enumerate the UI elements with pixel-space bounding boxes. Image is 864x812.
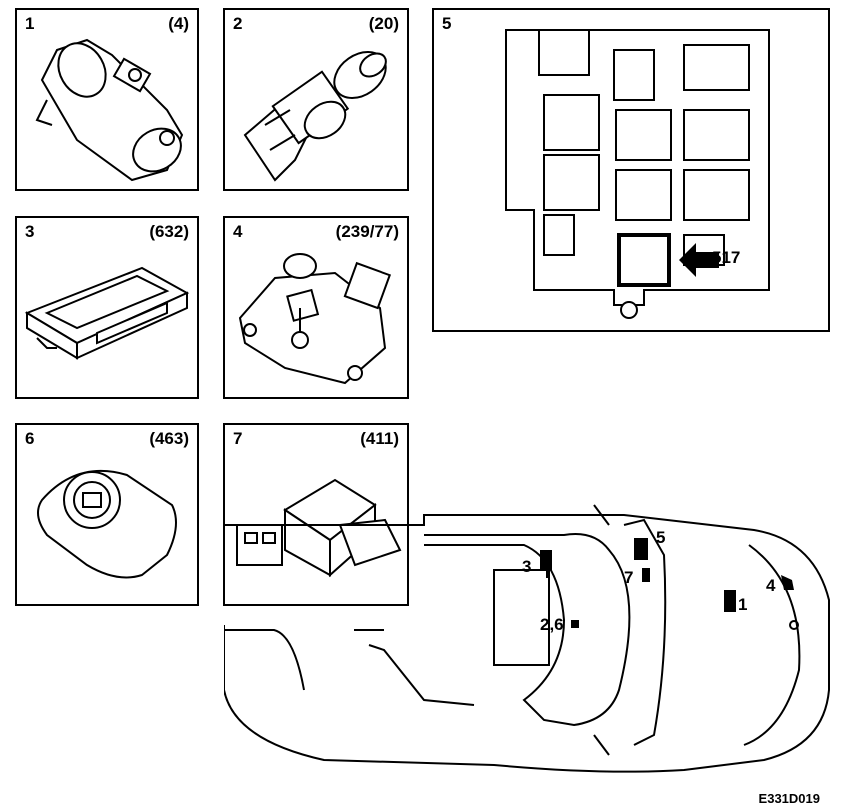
gear-position-sensor-icon	[238, 253, 392, 385]
panel-4-gear-position-sensor: 4 (239/77)	[223, 216, 409, 399]
panel-number: 6	[25, 429, 35, 448]
panel-reference: (632)	[149, 222, 189, 241]
panel-1-starter-motor: 1 (4)	[15, 8, 199, 191]
car-label-4: 4	[766, 576, 776, 595]
panel-reference: (4)	[168, 14, 189, 33]
panel-reference: (411)	[360, 429, 399, 448]
figure-code: E331D019	[758, 791, 820, 806]
panel-5-relay-box: 5 517	[432, 8, 830, 332]
relay-callout-label: 517	[712, 248, 741, 267]
car-label-1: 1	[738, 595, 747, 614]
ignition-switch-icon	[243, 51, 387, 182]
car-label-3: 3	[522, 557, 531, 576]
relay-box-icon	[505, 29, 770, 319]
panel-number: 1	[25, 14, 35, 33]
panel-number: 4	[233, 222, 243, 241]
panel-reference: (239/77)	[335, 222, 399, 241]
panel-number: 2	[233, 14, 243, 33]
control-module-icon	[24, 266, 190, 360]
starter-motor-icon	[35, 38, 184, 182]
panel-2-ignition-switch: 2 (20)	[223, 8, 409, 191]
car-label-2-6: 2,6	[540, 615, 564, 634]
car-location-diagram: 3 1 4 5 7 2,6	[224, 504, 830, 773]
car-label-7: 7	[624, 568, 633, 587]
sensor-unit-icon	[236, 478, 402, 578]
panel-reference: (463)	[149, 429, 189, 448]
panel-number: 7	[233, 429, 243, 448]
panel-7-sensor-unit: 7 (411)	[223, 423, 409, 606]
panel-number: 5	[442, 14, 452, 33]
panel-3-control-module: 3 (632)	[15, 216, 199, 399]
panel-reference: (20)	[368, 14, 399, 33]
panel-6-ignition-lock: 6 (463)	[15, 423, 199, 606]
car-label-5: 5	[656, 528, 665, 547]
ignition-lock-icon	[37, 469, 177, 579]
panel-number: 3	[25, 222, 35, 241]
